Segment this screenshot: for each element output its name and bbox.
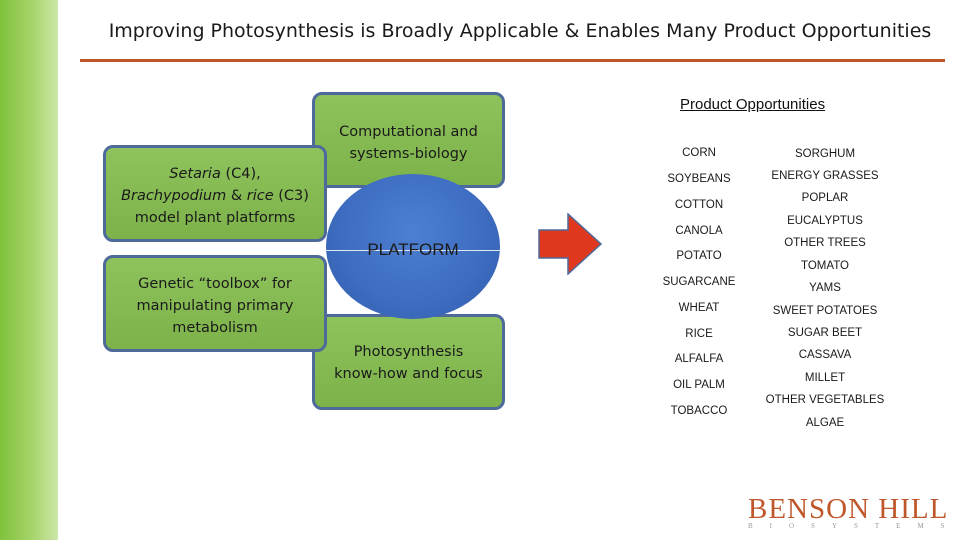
product-item: ENERGY GRASSES: [771, 170, 879, 182]
company-logo: BENSON HILL BIOSYSTEMS: [748, 493, 960, 532]
product-item: SUGARCANE: [662, 276, 736, 288]
toolbox-line-3: metabolism: [172, 320, 258, 336]
title-divider: [80, 59, 945, 62]
toolbox-line-2: manipulating primary: [136, 298, 294, 314]
platform-label: PLATFORM: [367, 240, 459, 259]
right-arrow-icon: [538, 213, 602, 275]
photosynthesis-line-2: know-how and focus: [334, 366, 483, 382]
product-item: COTTON: [674, 199, 724, 211]
computational-box: Computational and systems-biology: [312, 92, 505, 188]
product-item: POTATO: [676, 250, 722, 262]
product-item: CANOLA: [675, 225, 723, 237]
model-plants-box: Setaria (C4), Brachypodium & rice (C3) m…: [103, 145, 327, 242]
platform-divider: [326, 250, 500, 251]
slide-title: Improving Photosynthesis is Broadly Appl…: [108, 20, 932, 42]
product-item: TOBACCO: [670, 405, 728, 417]
product-item: SUGAR BEET: [787, 327, 863, 339]
product-item: POPLAR: [801, 192, 849, 204]
toolbox-line-1: Genetic “toolbox” for: [138, 276, 292, 292]
product-item: MILLET: [804, 372, 846, 384]
product-item: OTHER TREES: [784, 237, 866, 249]
platform-circle: [326, 174, 500, 319]
product-item: CORN: [682, 147, 716, 159]
product-item: SOYBEANS: [667, 173, 731, 185]
product-item: RICE: [685, 328, 713, 340]
product-item: YAMS: [809, 282, 841, 294]
logo-tagline: BIOSYSTEMS: [748, 522, 960, 530]
toolbox-box: Genetic “toolbox” for manipulating prima…: [103, 255, 327, 352]
product-item: SWEET POTATOES: [772, 305, 878, 317]
product-item: SORGHUM: [794, 148, 856, 160]
product-item: EUCALYPTUS: [787, 215, 863, 227]
product-item: TOMATO: [801, 260, 849, 272]
model-plants-line-2: Brachypodium & rice (C3): [121, 188, 309, 204]
photosynthesis-box: Photosynthesis know-how and focus: [312, 314, 505, 410]
product-item: OIL PALM: [673, 379, 725, 391]
left-accent-bar: [0, 0, 58, 540]
logo-name: BENSON HILL: [748, 493, 949, 525]
product-item: ALFALFA: [674, 353, 724, 365]
product-item: WHEAT: [678, 302, 720, 314]
product-item: ALGAE: [805, 417, 845, 429]
model-plants-line-1: Setaria (C4),: [169, 166, 261, 182]
model-plants-line-3: model plant platforms: [134, 210, 296, 226]
product-item: OTHER VEGETABLES: [765, 394, 885, 406]
products-heading: Product Opportunities: [680, 96, 826, 113]
photosynthesis-line-1: Photosynthesis: [353, 344, 464, 360]
computational-line-1: Computational and: [339, 124, 478, 140]
computational-line-2: systems-biology: [349, 146, 468, 162]
product-item: CASSAVA: [798, 349, 852, 361]
